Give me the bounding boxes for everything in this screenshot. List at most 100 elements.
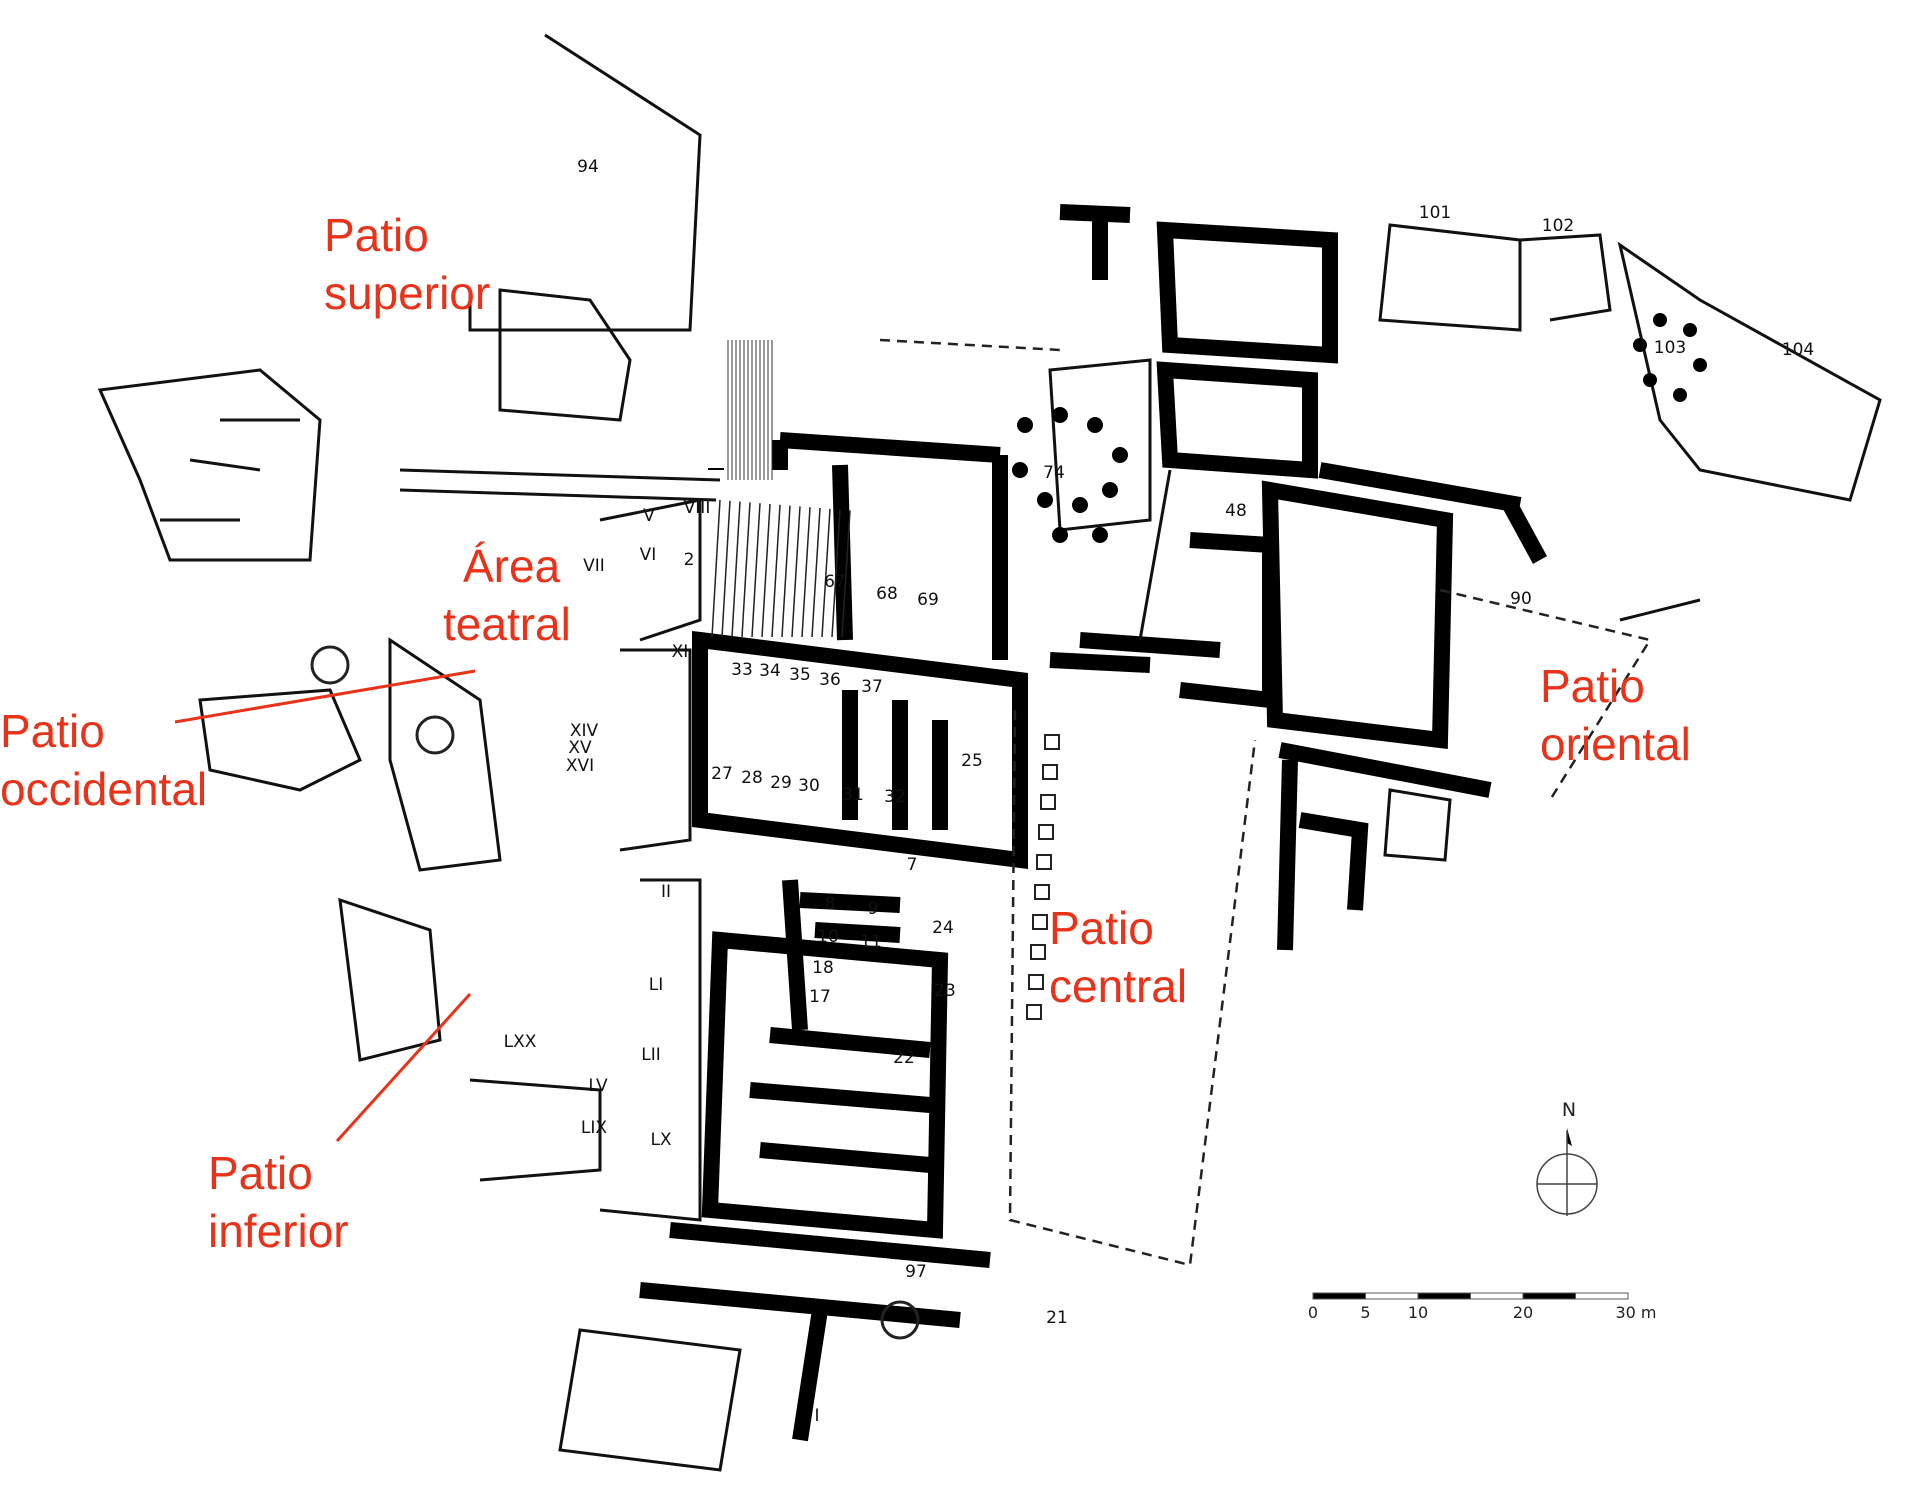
room-label: 94 [577,157,599,177]
wall-segment [1156,361,1318,479]
room-label: 2 [684,550,695,570]
room-label: 36 [819,670,841,690]
column [1087,417,1103,433]
north-boundary [879,338,1061,352]
column [1017,417,1033,433]
room-label: 7 [907,855,918,875]
room-label: 48 [1225,501,1247,521]
column [1693,358,1707,372]
room-label: 35 [789,665,811,685]
room-label: V [643,506,655,526]
wall-segment [842,690,948,830]
label-line: Patio [324,209,429,261]
label-line: Patio [208,1147,313,1199]
room-label: 18 [812,958,834,978]
wall-segment [1059,204,1131,280]
room-label: 17 [809,987,831,1007]
wall-segment [692,630,1028,870]
portico-pier [1030,944,1046,960]
staircase-step [781,505,791,638]
room-label: 90 [1510,589,1532,609]
label-line: Área [463,540,561,592]
room-label: LXX [504,1032,537,1052]
room-label: 31 [842,785,864,805]
column [1012,462,1028,478]
staircase-step [711,499,721,638]
label-patio-oriental: Patio oriental [1540,657,1691,773]
room-label: 11 [860,932,882,952]
wall-outline [599,498,702,852]
wall-segment [772,440,1151,673]
wall-segment [749,1027,931,1173]
room-label: XIV [570,721,599,741]
column [1092,527,1108,543]
pointer-patio-inferior [335,992,472,1143]
wall-outline [558,1328,742,1472]
compass-north-label: N [1562,1099,1576,1121]
staircase-step [731,501,741,638]
portico-pier [1042,764,1058,780]
wall-segment [1156,221,1338,364]
room-label: LIX [581,1118,607,1138]
room-label: VIII [684,498,711,518]
room-label: XI [672,642,689,662]
room-label: LX [650,1130,671,1150]
circular-pit [415,715,455,755]
label-area-teatral: Área teatral [443,537,571,653]
label-patio-superior: Patio superior [324,206,490,322]
room-label: VI [640,545,657,565]
wall-outline [1519,233,1612,322]
staircase-step [791,506,801,638]
wall-segment [708,432,1008,660]
label-line: superior [324,267,491,319]
wall-outline [1383,788,1452,862]
staircase-step [751,503,761,638]
portico-pier [1034,884,1050,900]
compass: N [1536,1099,1598,1216]
scale-tick-label: 10 [1408,1303,1428,1322]
staircase-step [771,504,781,638]
column [1673,388,1687,402]
room-label: XVI [566,756,594,776]
staircase-step [801,507,811,638]
scale-segment [1417,1292,1471,1300]
wall-outline [198,688,362,792]
scale-tick-label: 30 m [1615,1303,1656,1322]
portico-pier [1036,854,1052,870]
room-label: 22 [893,1048,915,1068]
label-line: Patio [1049,902,1154,954]
scale-tick-label: 5 [1360,1303,1370,1322]
column [1112,447,1128,463]
room-label: 29 [770,773,792,793]
central-court-boundary [1008,709,1257,1267]
label-line: Patio [0,705,105,757]
room-label: 67 [824,572,846,592]
room-label: XV [568,738,592,758]
room-label: 101 [1419,203,1451,223]
wall-outline [97,368,322,562]
scale-tick-label: 0 [1308,1303,1318,1322]
wall-segment [1079,632,1221,658]
room-label: 32 [884,787,906,807]
label-patio-inferior: Patio inferior [208,1144,349,1260]
pointer-patio-occidental [174,669,476,724]
room-label: VII [583,556,605,576]
label-line: oriental [1540,718,1691,770]
column [1643,373,1657,387]
room-label: 10 [817,927,839,947]
wall-segment [639,1222,991,1442]
column [1072,497,1088,513]
wall-outline [388,637,502,872]
room-label: 97 [905,1262,927,1282]
scale-segment [1470,1292,1524,1300]
room-label: 9 [868,899,879,919]
wall-outline [468,33,702,332]
portico-pier [1032,914,1048,930]
wall-segment [1179,532,1278,709]
wall-outline [1617,241,1882,502]
room-label: 34 [759,661,781,681]
staircase-step [841,510,851,638]
wall-outline [599,878,702,1222]
staircase-step [821,508,831,638]
